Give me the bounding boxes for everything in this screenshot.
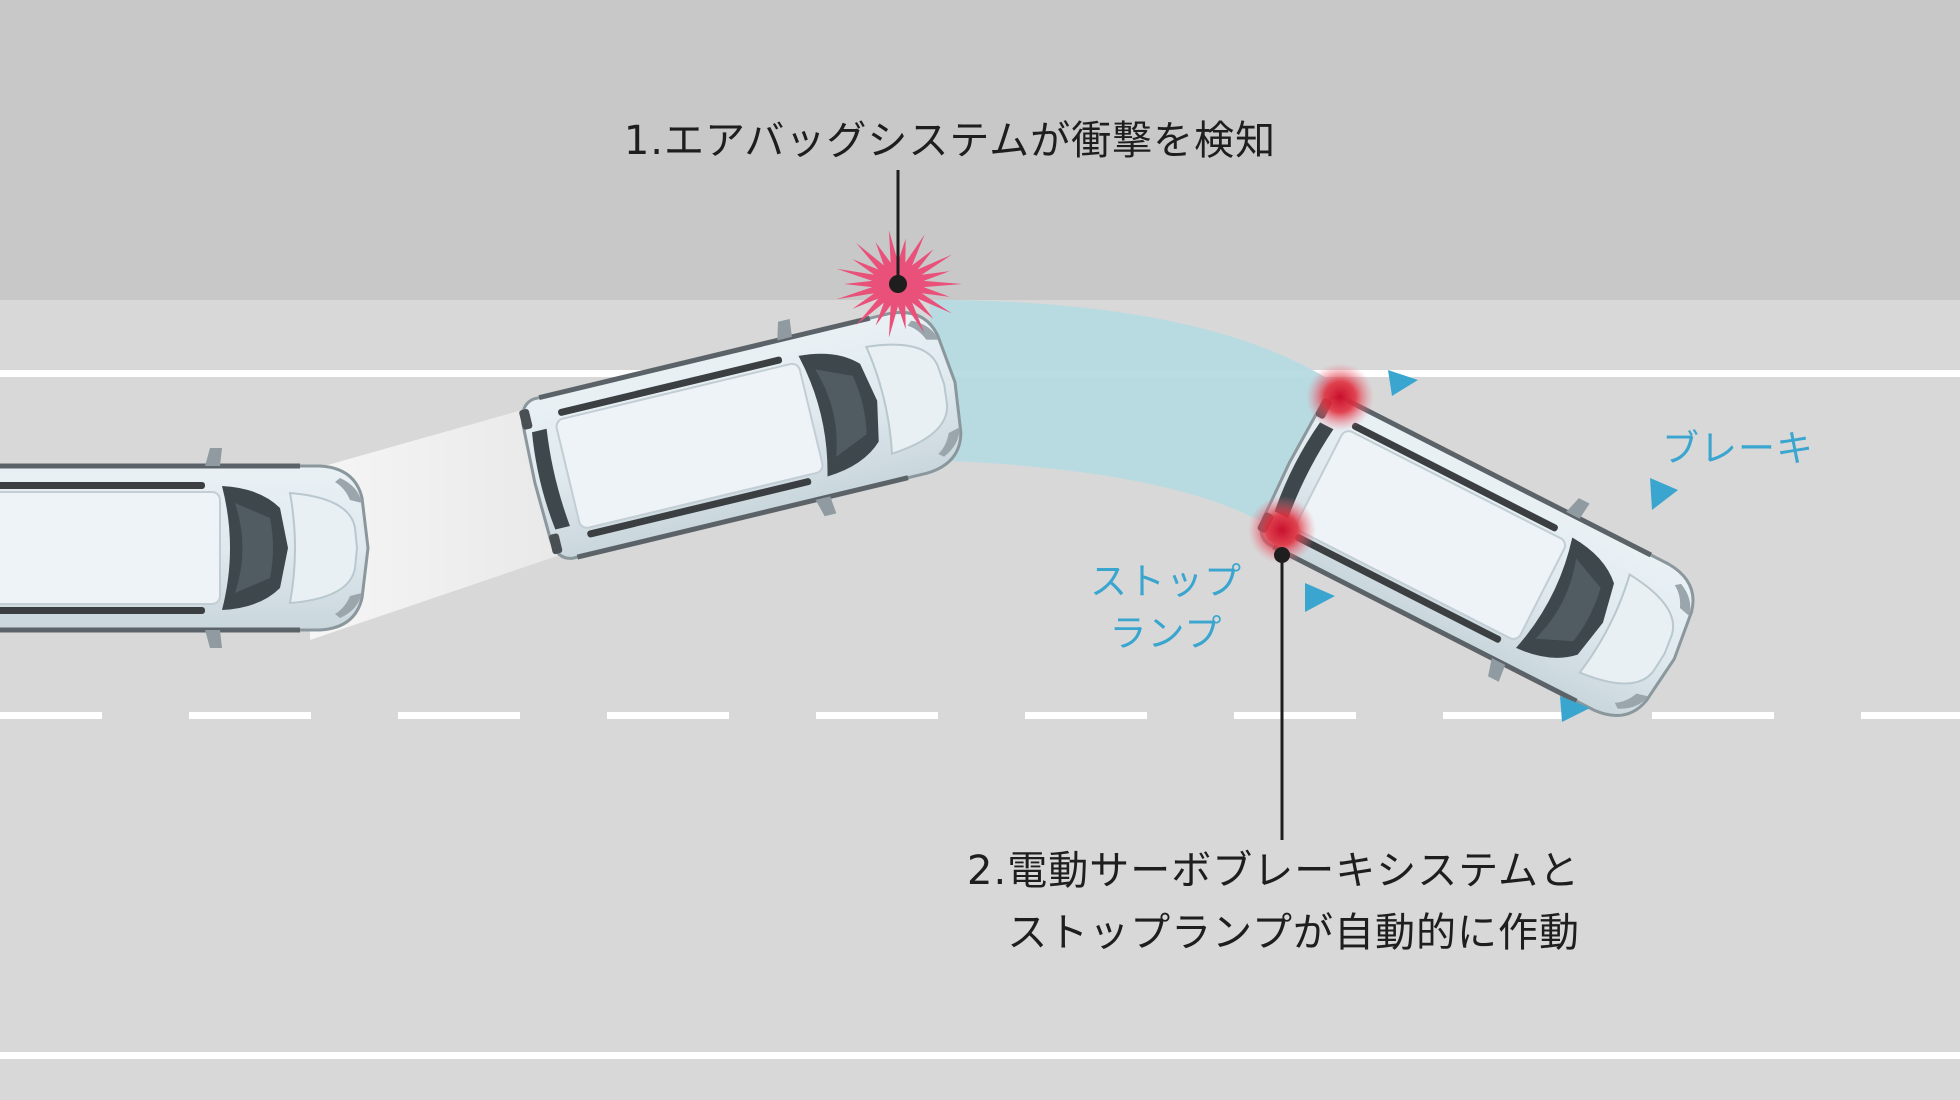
lane-dash	[189, 712, 311, 719]
lane-line-dashed	[0, 712, 1960, 719]
stop-lamp-label-line2: ランプ	[1109, 612, 1223, 655]
lane-dash	[816, 712, 938, 719]
lane-dash	[1443, 712, 1565, 719]
trajectory-band	[930, 300, 1330, 540]
lane-line-solid-bottom	[0, 1052, 1960, 1059]
motion-beam	[310, 405, 560, 640]
car-before-impact	[0, 448, 368, 648]
brake-system-label-line2: ストップランプが自動的に作動	[1007, 910, 1580, 956]
sky-area	[0, 0, 1960, 300]
stop-lamp-label: ストップ ランプ	[1090, 556, 1242, 660]
lane-dash	[398, 712, 520, 719]
lane-dash	[0, 712, 102, 719]
brake-system-label-line1: 2.電動サーボブレーキシステムと	[967, 848, 1580, 894]
lane-dash	[1234, 712, 1356, 719]
stop-lamp-glow-upper	[1306, 363, 1374, 431]
lane-dash	[1861, 712, 1960, 719]
brake-side-label: ブレーキ	[1662, 427, 1814, 470]
brake-marker-icon-1	[1388, 370, 1418, 396]
stop-lamp-label-line1: ストップ	[1090, 560, 1242, 603]
brake-system-label: 2.電動サーボブレーキシステムと ストップランプが自動的に作動	[967, 840, 1580, 964]
brake-marker-icon-3	[1305, 583, 1335, 612]
airbag-label: 1.エアバッグシステムが衝撃を検知	[623, 118, 1277, 164]
brake-marker-icon-2	[1650, 478, 1678, 510]
lane-dash	[607, 712, 729, 719]
stop-lamp-glow-lower	[1248, 496, 1316, 564]
lane-dash	[1025, 712, 1147, 719]
brake-marker-icon-4	[1560, 696, 1590, 722]
lane-dash	[1652, 712, 1774, 719]
